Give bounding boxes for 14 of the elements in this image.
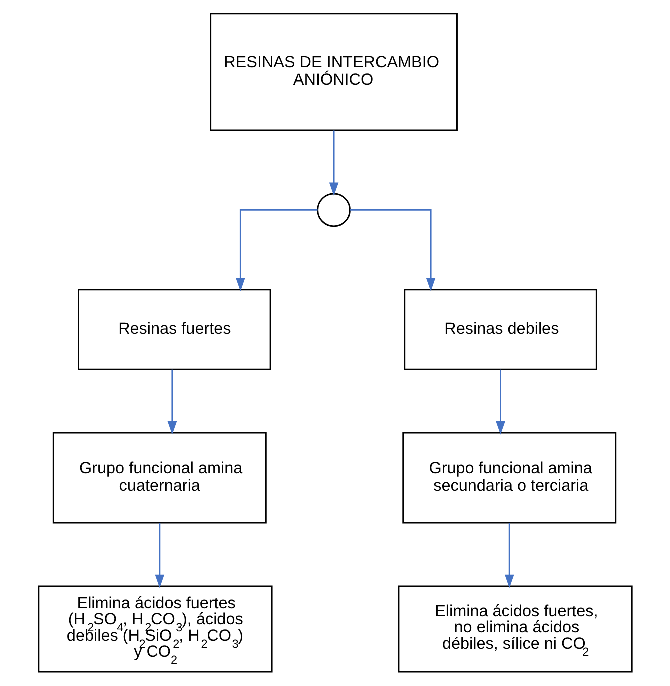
arrow — [154, 523, 164, 588]
arrow — [236, 209, 318, 292]
arrow — [167, 370, 177, 435]
node-box: Resinas fuertes — [78, 289, 271, 370]
arrow — [496, 370, 505, 435]
node-box: Grupo funcional amina cuaternaria — [52, 432, 266, 524]
arrow — [350, 209, 436, 292]
node-box: Elimina ácidos fuertes, no elimina ácidos débiles, sílice ni CO$_{2}$ — [398, 586, 632, 673]
arrow — [328, 130, 338, 196]
node-box: RESINAS DE INTERCAMBIO ANIÓNICO — [210, 13, 458, 132]
arrow — [504, 523, 514, 588]
node-circle — [316, 193, 350, 228]
node-box: Resinas debiles — [404, 289, 597, 370]
node-box: Grupo funcional amina secundaria o terciaria — [402, 432, 616, 524]
